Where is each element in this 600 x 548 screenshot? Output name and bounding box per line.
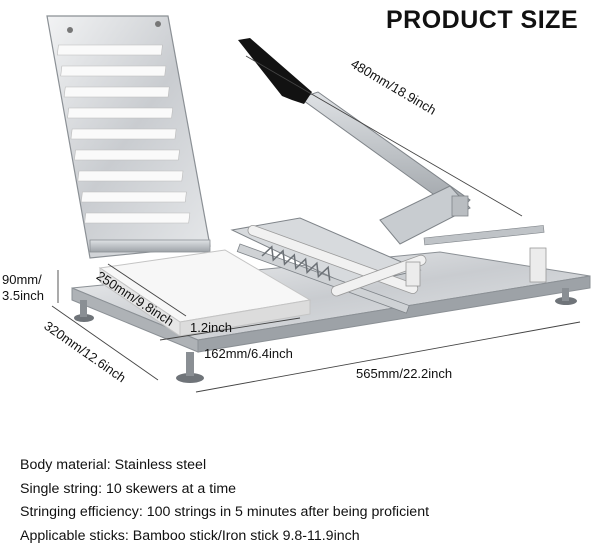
spec-list: Body material: Stainless steel Single st… [20,454,590,548]
page-title: PRODUCT SIZE [386,6,579,34]
length-label: 565mm/22.2inch [356,366,453,381]
feet [74,288,577,383]
height-label-line1: 90mm/ [2,272,42,287]
height-label: 90mm/ 3.5inch [2,272,44,304]
lid-hinge [89,239,211,253]
skewer-machine-illustration [46,15,591,393]
spec-stringing-efficiency: Stringing efficiency: 100 strings in 5 m… [20,504,430,521]
lever-handle [238,38,312,104]
skewer-block [98,249,312,337]
lever-arm [298,91,471,245]
spec-body-material: Body material: Stainless steel [20,457,207,473]
spec-applicable-sticks: Applicable sticks: Bamboo stick/Iron sti… [20,527,360,544]
product-figure: PRODUCT SIZE 480mm/18.9inch 90mm/ 3.5inc… [2,6,591,393]
lid-needle-rows [56,44,191,224]
block-height-label: 1.2inch [190,320,232,335]
height-label-line2: 3.5inch [2,288,44,303]
spec-single-string: Single string: 10 skewers at a time [20,480,237,497]
block-width-label: 162mm/6.4inch [204,346,293,361]
dimension-lines [51,55,581,393]
blade-frame [230,217,547,314]
